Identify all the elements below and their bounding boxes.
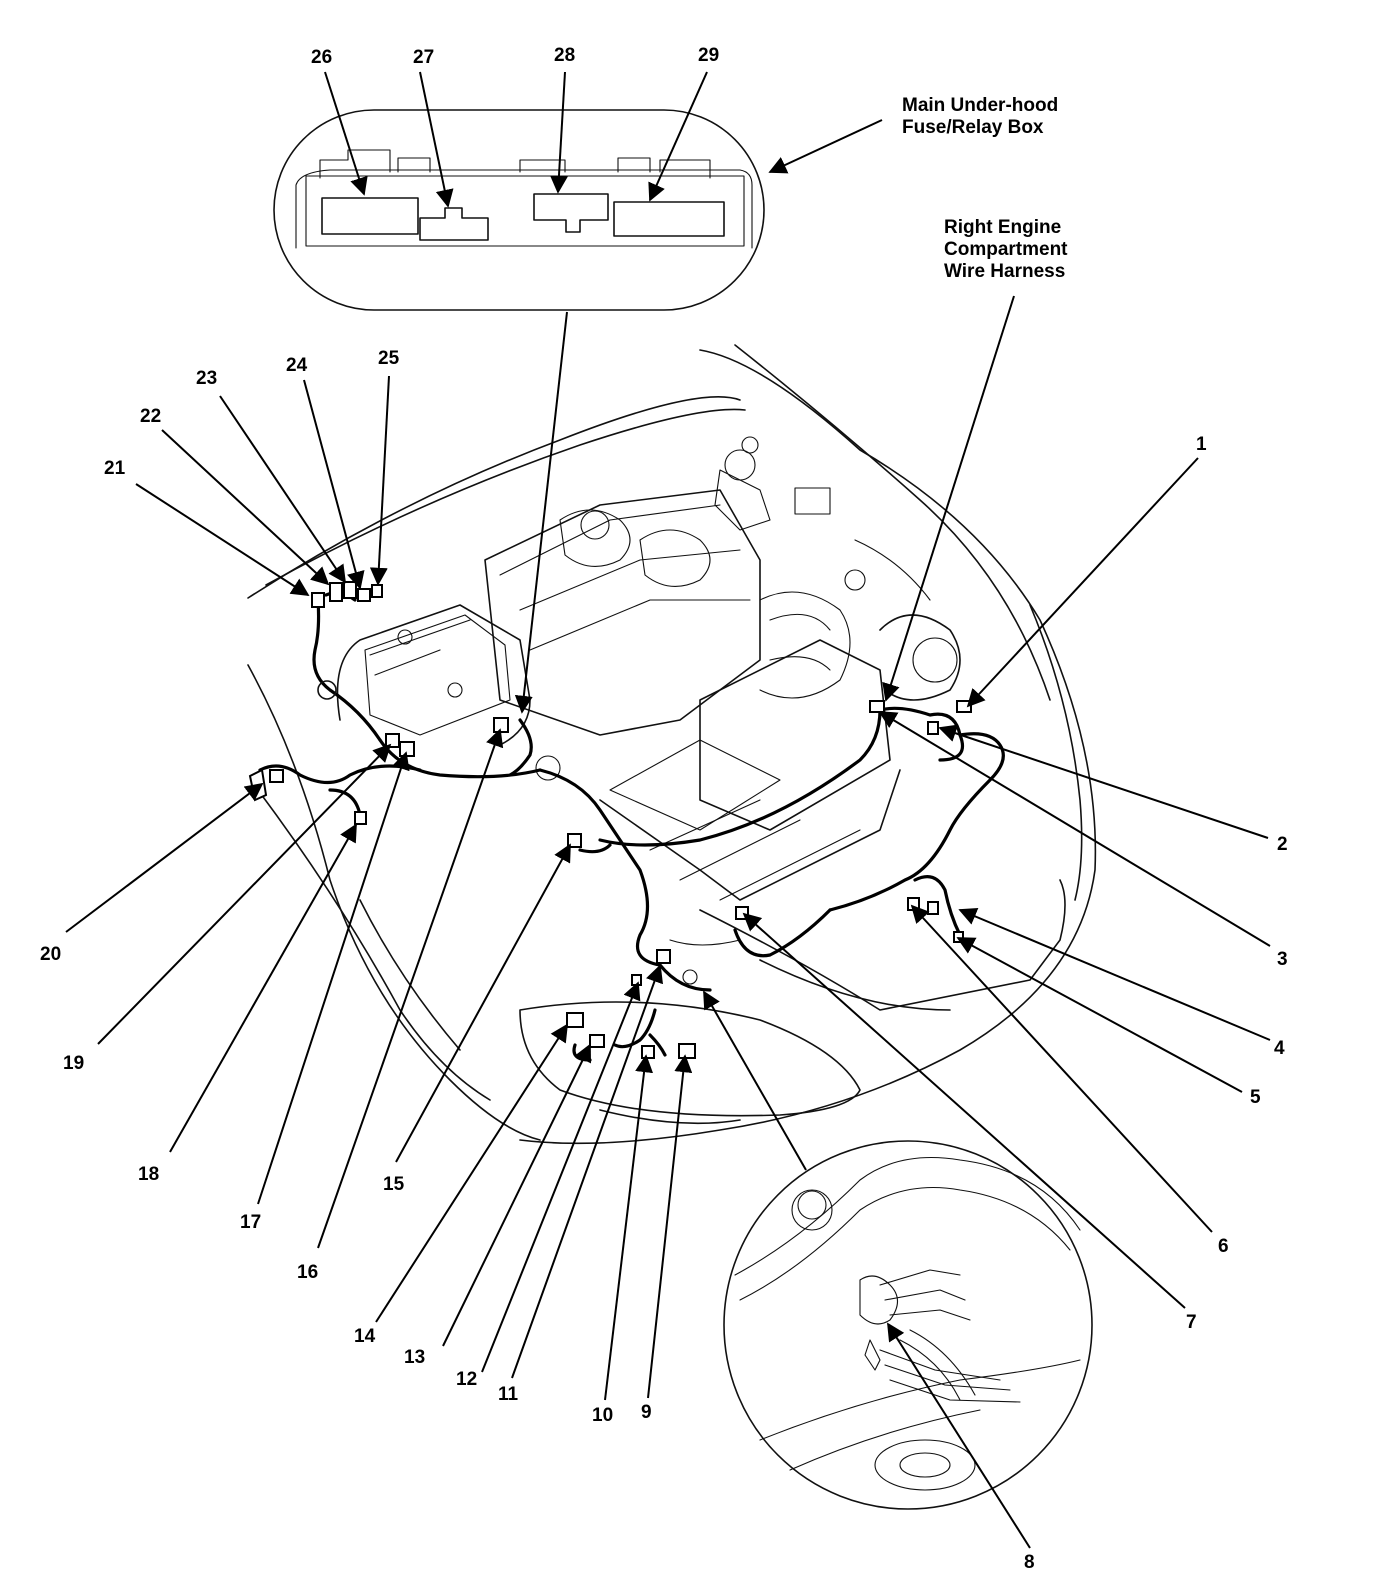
vehicle-body-outline <box>247 344 1097 1145</box>
wire-harness <box>258 588 1005 1062</box>
connector-29 <box>613 201 725 237</box>
label-1: 1 <box>1196 434 1207 455</box>
harness-caption-line-1: Right Engine <box>944 217 1061 238</box>
label-18: 18 <box>138 1164 159 1185</box>
connector-28 <box>533 193 609 233</box>
label-9: 9 <box>641 1402 652 1423</box>
fuse-box-caption-line-2: Fuse/Relay Box <box>902 117 1044 138</box>
connector-26 <box>321 197 419 235</box>
label-12: 12 <box>456 1369 477 1390</box>
label-13: 13 <box>404 1347 425 1368</box>
label-22: 22 <box>140 406 161 427</box>
label-29: 29 <box>698 45 719 66</box>
label-28: 28 <box>554 45 575 66</box>
label-25: 25 <box>378 348 400 369</box>
label-8: 8 <box>1024 1552 1035 1573</box>
label-14: 14 <box>354 1326 376 1347</box>
label-7: 7 <box>1186 1312 1197 1333</box>
label-26: 26 <box>311 47 332 68</box>
label-4: 4 <box>1274 1038 1285 1059</box>
fuse-box-inset <box>273 109 765 311</box>
label-23: 23 <box>196 368 217 389</box>
label-16: 16 <box>297 1262 318 1283</box>
harness-caption-line-2: Compartment <box>944 239 1068 260</box>
label-21: 21 <box>104 458 126 479</box>
fuse-box-caption-line-1: Main Under-hood <box>902 95 1058 116</box>
connector-27 <box>419 207 489 241</box>
label-17: 17 <box>240 1212 261 1233</box>
label-19: 19 <box>63 1053 84 1074</box>
engine-bay-detail <box>336 436 961 985</box>
label-20: 20 <box>40 944 61 965</box>
label-15: 15 <box>383 1174 405 1195</box>
reference-numbers: 1 2 3 4 5 6 7 8 9 10 11 12 13 14 15 16 1… <box>40 45 1288 1573</box>
ground-detail-inset <box>723 1140 1093 1510</box>
harness-caption-line-3: Wire Harness <box>944 261 1065 282</box>
label-24: 24 <box>286 355 308 376</box>
label-5: 5 <box>1250 1087 1261 1108</box>
label-10: 10 <box>592 1405 613 1426</box>
connectors <box>248 581 972 1059</box>
label-2: 2 <box>1277 834 1288 855</box>
label-11: 11 <box>498 1384 519 1405</box>
callout-captions: Main Under-hood Fuse/Relay Box Right Eng… <box>902 95 1068 282</box>
leader-lines <box>65 71 1271 1549</box>
label-6: 6 <box>1218 1236 1229 1257</box>
label-3: 3 <box>1277 949 1288 970</box>
label-27: 27 <box>413 47 434 68</box>
